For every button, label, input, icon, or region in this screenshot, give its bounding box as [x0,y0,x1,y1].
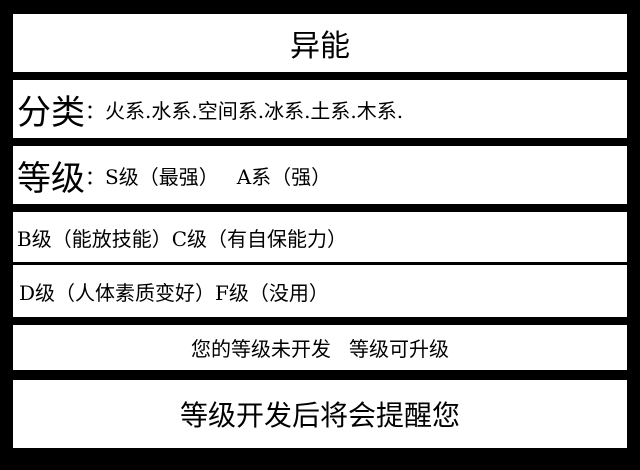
grade-row: 等级 ：S级（最强） A系（强） [13,146,627,204]
grade-b-level: B级（能放技能） [17,226,172,251]
status-row: 您的等级未开发 等级可升级 [13,325,627,370]
category-values: ：火系.水系.空间系.冰系.土系.木系. [85,98,404,123]
grade-f-level: F级（没用） [215,280,329,305]
status-left: 您的等级未开发 [191,337,331,361]
status-right: 等级可升级 [349,337,449,361]
grade-bc-row: B级（能放技能） C级（有自保能力） [13,212,627,262]
grade-df-row: D级（人体素质变好） F级（没用） [13,265,627,317]
category-label: 分类 [17,92,85,133]
remind-row: 等级开发后将会提醒您 [13,380,627,448]
grade-c-level: C级（有自保能力） [171,226,348,251]
remind-text: 等级开发后将会提醒您 [179,399,460,432]
title-row: 异能 [13,14,627,72]
grade-s-level: ：S级（最强） [85,164,219,189]
grade-label: 等级 [17,158,85,199]
category-row: 分类 ：火系.水系.空间系.冰系.土系.木系. [13,80,627,138]
grade-a-level: A系（强） [236,164,332,189]
page-title: 异能 [290,29,350,64]
grade-d-level: D级（人体素质变好） [19,280,216,305]
